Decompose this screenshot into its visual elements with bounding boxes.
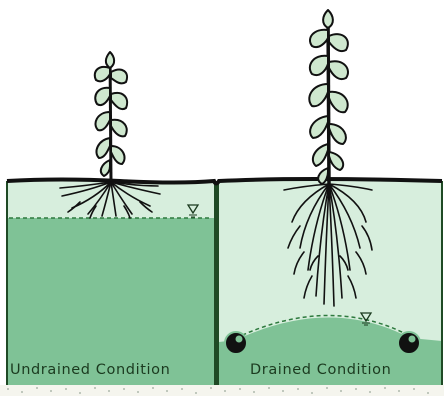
gravel-strip (0, 385, 444, 396)
drain-pipe-icon (398, 332, 420, 354)
sky-background (0, 0, 444, 180)
undrained-condition-label: Undrained Condition (10, 358, 170, 382)
drain-pipe-icon (225, 332, 247, 354)
drained-condition-label: Drained Condition (250, 358, 391, 382)
panel-divider (214, 181, 219, 385)
